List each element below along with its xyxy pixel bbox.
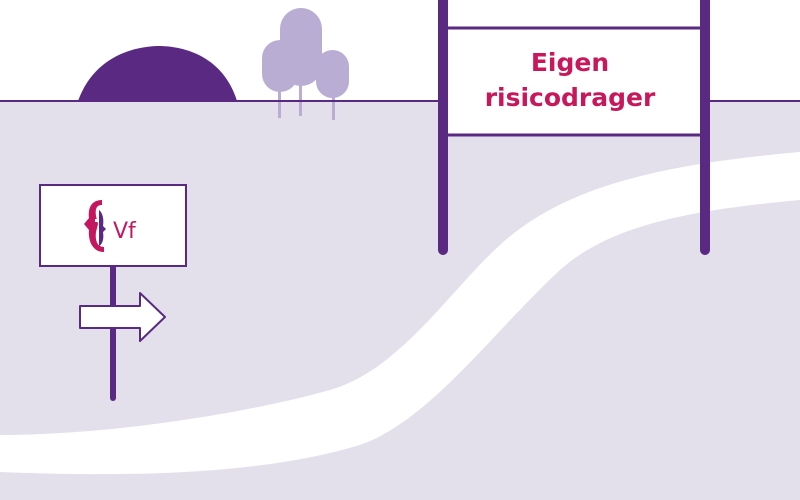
small-sign-board (39, 184, 187, 267)
hill (78, 46, 237, 101)
small-sign: Vf (39, 184, 187, 401)
big-sign-line2: risicodrager (485, 83, 656, 112)
big-sign: Eigen risicodrager (438, 0, 710, 255)
winding-path (0, 152, 800, 475)
arrow-right-icon (79, 292, 166, 342)
vf-logo-icon (84, 200, 106, 252)
tree-right (316, 50, 349, 120)
tree-center (280, 8, 322, 116)
big-sign-board (448, 29, 700, 136)
trees (262, 8, 349, 120)
logo-bracket-icon (84, 200, 104, 252)
logo-face-icon (99, 210, 106, 246)
logo-text: Vf (113, 219, 137, 244)
big-sign-line1: Eigen (531, 48, 609, 77)
